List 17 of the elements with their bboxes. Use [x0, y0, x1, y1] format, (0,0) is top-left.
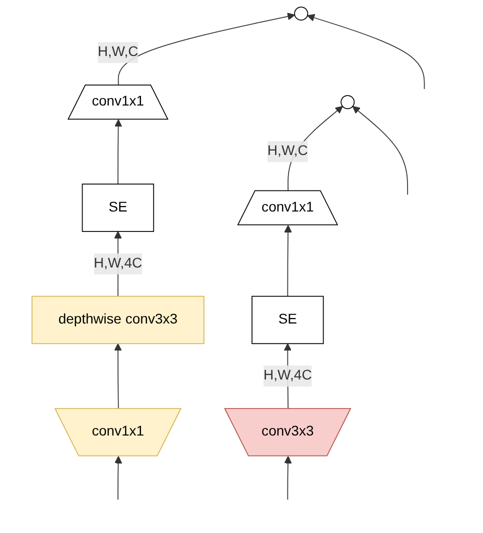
edge-label: H,W,C	[268, 144, 308, 159]
arrow	[284, 456, 292, 500]
arrow	[114, 343, 122, 410]
arrow	[352, 106, 408, 196]
node-circle	[294, 6, 308, 21]
edge-label: H,W,4C	[264, 368, 312, 384]
arrow	[114, 119, 122, 185]
node-circle	[340, 95, 355, 110]
node-box: SE	[82, 184, 154, 232]
arrow	[307, 14, 425, 90]
node-box: depthwise conv3x3	[32, 296, 205, 344]
arrow	[118, 12, 296, 86]
edge-label: H,W,4C	[94, 256, 142, 271]
edge-label: H,W,C	[98, 44, 138, 60]
node-box: SE	[252, 296, 324, 344]
arrow	[284, 224, 292, 297]
arrow	[114, 456, 122, 500]
